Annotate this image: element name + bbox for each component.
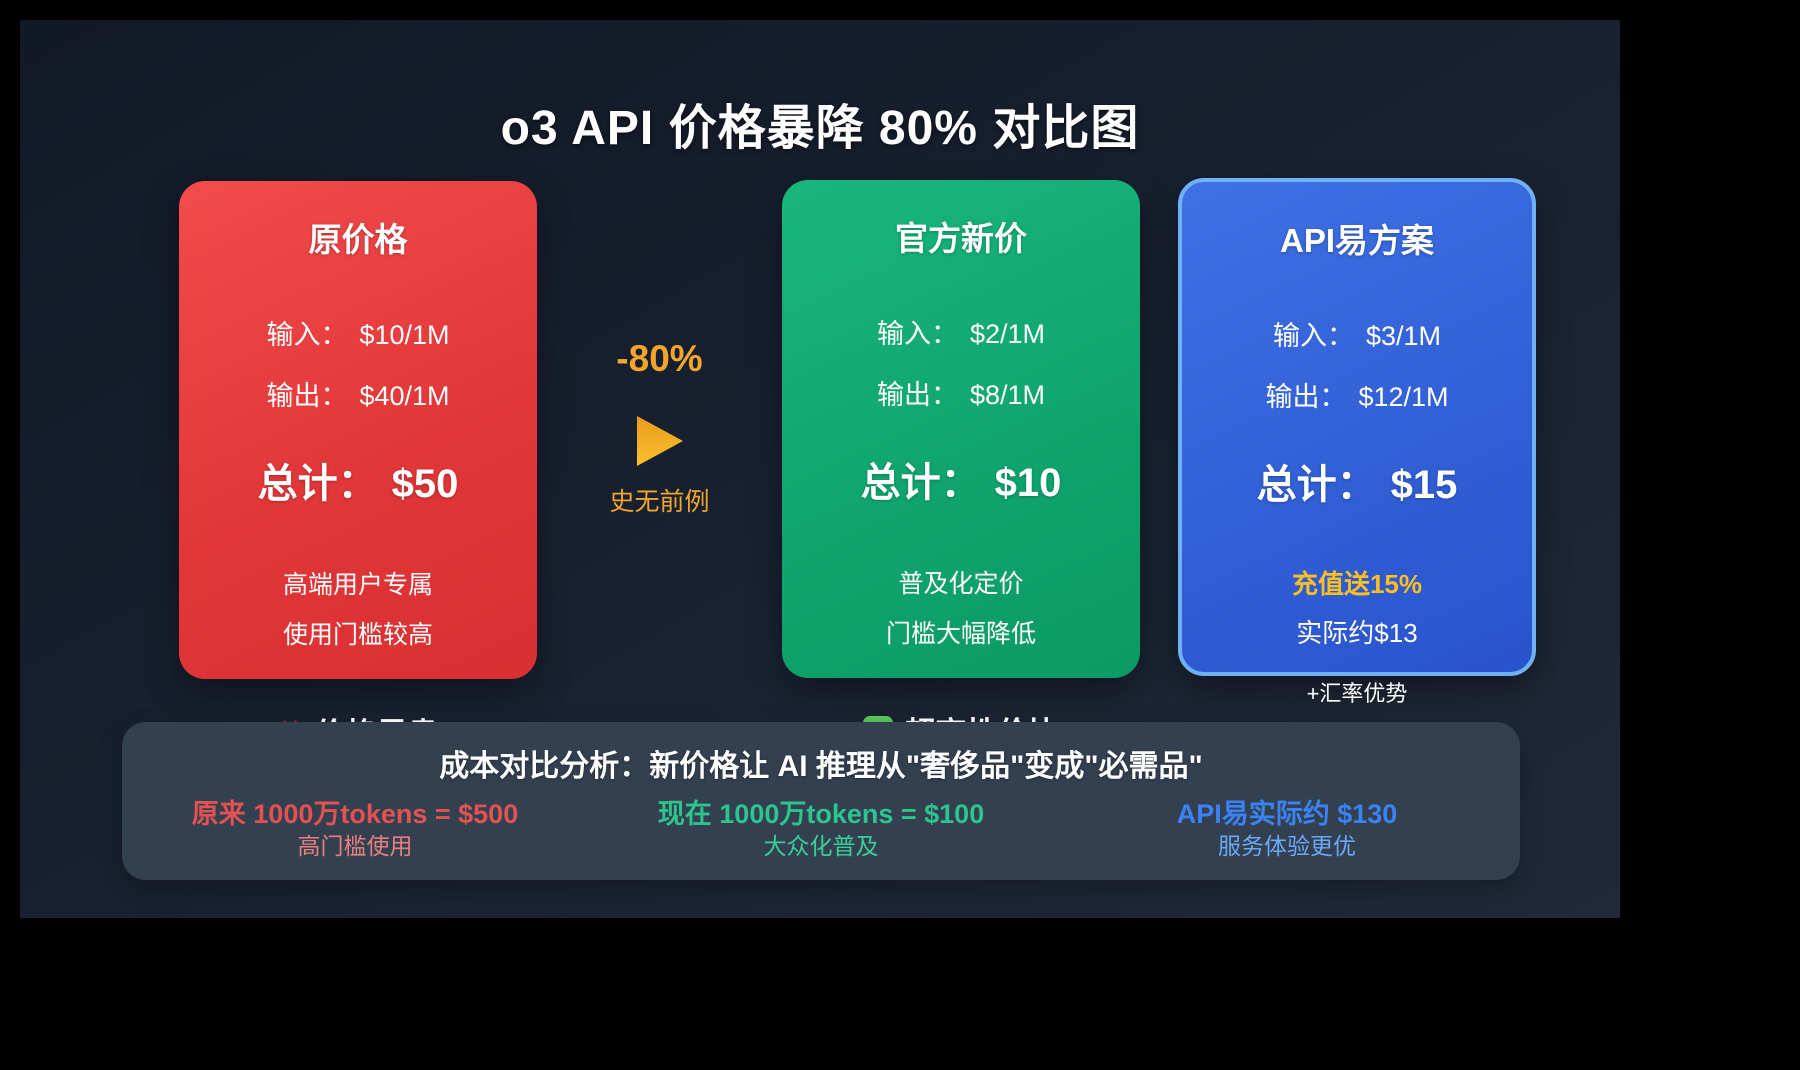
- summary-subline: 大众化普及: [763, 833, 879, 859]
- input-value: $2/1M: [969, 319, 1046, 349]
- bonus-offer-label: 充值送15%: [1291, 569, 1423, 599]
- output-label: 输出：: [876, 380, 958, 410]
- summary-line: 原来 1000万tokens = $500: [191, 799, 519, 829]
- input-price-row: 输入： $2/1M: [782, 312, 1140, 351]
- summary-col-original: 原来 1000万tokens = $500 高门槛使用: [122, 797, 588, 861]
- output-price-row: 输出： $12/1M: [1182, 375, 1532, 414]
- total-value: $50: [391, 462, 459, 506]
- output-price-row: 输出： $40/1M: [179, 374, 537, 413]
- cost-analysis-panel: 成本对比分析：新价格让 AI 推理从"奢侈品"变成"必需品" 原来 1000万t…: [122, 722, 1520, 880]
- page-title: o3 API 价格暴降 80% 对比图: [500, 102, 1140, 156]
- input-label: 输入：: [876, 319, 958, 349]
- output-value: $40/1M: [359, 381, 450, 411]
- input-label: 输入：: [1272, 321, 1354, 351]
- total-price-row: 总计： $15: [1182, 452, 1532, 510]
- output-price-row: 输出： $8/1M: [782, 373, 1140, 412]
- total-price-row: 总计： $10: [782, 450, 1140, 508]
- card-note: 高端用户专属: [282, 571, 433, 599]
- input-price-row: 输入： $10/1M: [179, 313, 537, 352]
- summary-line: 现在 1000万tokens = $100: [657, 799, 985, 829]
- input-value: $3/1M: [1365, 321, 1442, 351]
- card-title: 官方新价: [895, 220, 1027, 257]
- card-apiyi-plan: API易方案 输入：$3/1M 输出：$12/1M 总计：$15 充值送15% …: [1178, 178, 1536, 757]
- card-note: 使用门槛较高: [282, 621, 433, 649]
- price-drop-indicator: -80% 史无前例: [537, 338, 782, 518]
- total-value: $10: [994, 461, 1062, 505]
- input-value: $10/1M: [359, 320, 450, 350]
- card-original-price: 原价格 输入： $10/1M 输出： $40/1M 总计： $50 高端用户专属 使用…: [179, 181, 537, 752]
- summary-line: API易实际约 $130: [1176, 799, 1398, 829]
- percent-label: -80%: [616, 338, 703, 379]
- output-value: $8/1M: [969, 380, 1046, 410]
- total-label: 总计：: [257, 462, 378, 506]
- card-note: 门槛大幅降低: [885, 620, 1036, 648]
- summary-subline: 服务体验更优: [1218, 833, 1356, 859]
- total-label: 总计：: [860, 461, 981, 505]
- total-price-row: 总计： $50: [179, 451, 537, 509]
- right-arrow-icon: [636, 416, 683, 466]
- card-title: 原价格: [308, 221, 408, 258]
- total-label: 总计：: [1256, 463, 1377, 507]
- total-value: $15: [1390, 463, 1458, 507]
- input-label: 输入：: [266, 320, 348, 350]
- actual-cost-label: 实际约$13: [1296, 618, 1418, 648]
- summary-col-new: 现在 1000万tokens = $100 大众化普及: [588, 797, 1054, 861]
- output-label: 输出：: [266, 381, 348, 411]
- card-title: API易方案: [1279, 222, 1434, 259]
- summary-columns: 原来 1000万tokens = $500 高门槛使用 现在 1000万toke…: [122, 797, 1520, 861]
- output-label: 输出：: [1265, 382, 1347, 412]
- summary-subline: 高门槛使用: [297, 833, 413, 859]
- arrow-caption: 史无前例: [609, 488, 710, 516]
- summary-heading: 成本对比分析：新价格让 AI 推理从"奢侈品"变成"必需品": [439, 750, 1203, 783]
- input-price-row: 输入： $3/1M: [1182, 314, 1532, 353]
- card-official-new-price: 官方新价 输入： $2/1M 输出： $8/1M 总计： $10 普及化定价 门槛大幅…: [782, 180, 1140, 751]
- summary-col-apiyi: API易实际约 $130 服务体验更优: [1054, 797, 1520, 861]
- card-note: 普及化定价: [898, 570, 1024, 598]
- output-value: $12/1M: [1358, 382, 1449, 412]
- exchange-rate-label: +汇率优势: [1306, 681, 1408, 706]
- infographic-canvas: o3 API 价格暴降 80% 对比图 原价格 输入： $10/1M 输出： $40…: [20, 20, 1620, 918]
